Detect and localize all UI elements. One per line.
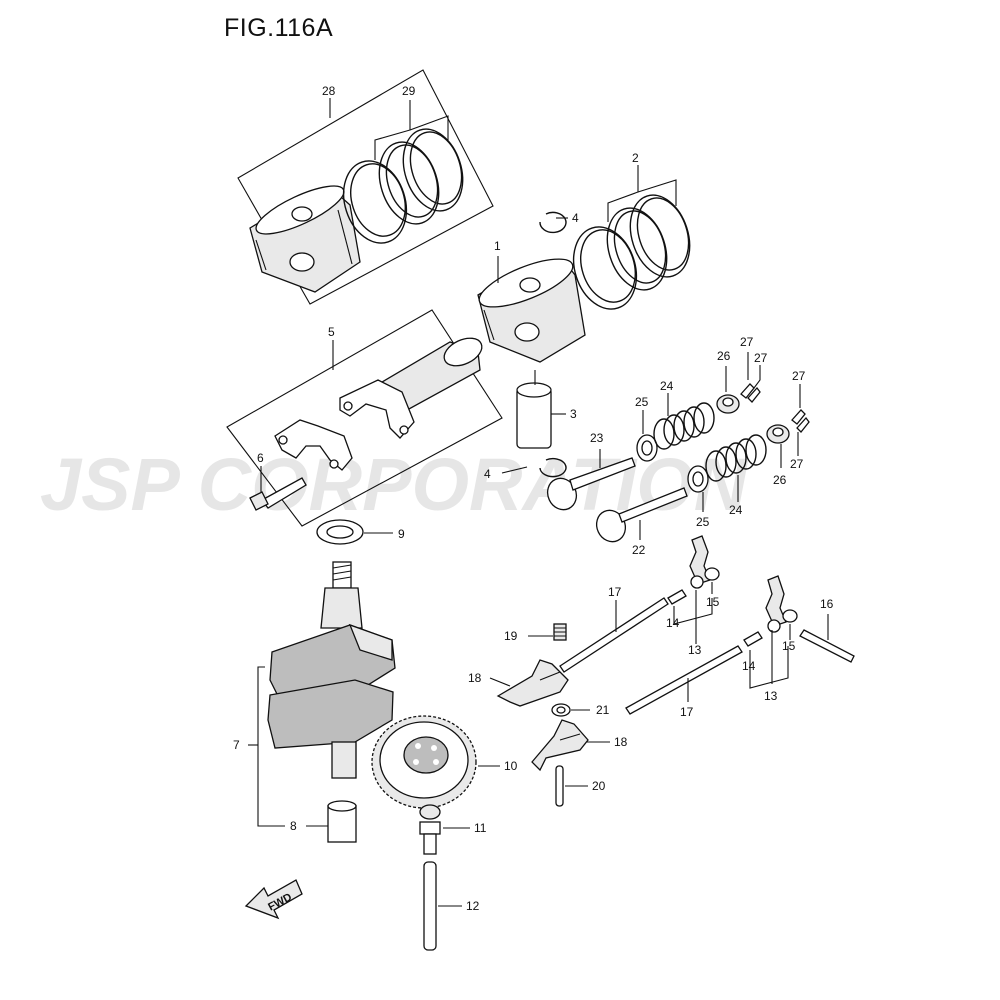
- callout-21: 21: [596, 703, 610, 717]
- callout-28: 28: [322, 84, 336, 98]
- callout-18-upper: 18: [468, 671, 482, 685]
- callout-24-lower: 24: [729, 503, 743, 517]
- piston-pin-circlip-lower: [539, 457, 567, 478]
- fwd-direction-arrow: FWD: [244, 879, 303, 920]
- callout-20: 20: [592, 779, 606, 793]
- callout-26-lower: 26: [773, 473, 787, 487]
- figure-title: FIG.116A: [224, 14, 334, 42]
- valve-cotter-upper: [740, 383, 761, 403]
- valve-cap-lower: [766, 424, 790, 444]
- camshaft-pin-head: [419, 804, 441, 855]
- callout-6: 6: [257, 451, 264, 465]
- crankshaft-bearing: [327, 800, 357, 843]
- callout-22: 22: [632, 543, 646, 557]
- callout-13-right: 13: [764, 689, 778, 703]
- callout-24-upper: 24: [660, 379, 674, 393]
- push-rod-upper: [559, 597, 669, 673]
- thrust-washer: [316, 519, 364, 545]
- callout-25-upper: 25: [635, 395, 649, 409]
- callout-25-lower: 25: [696, 515, 710, 529]
- follower-shaft: [555, 765, 564, 807]
- callout-7: 7: [233, 738, 240, 752]
- rocker-shaft: [799, 629, 855, 663]
- connecting-rod: [339, 337, 483, 439]
- valve-cap-upper: [716, 394, 740, 414]
- piston-pin-circlip-upper: [539, 211, 567, 234]
- inset-piston-rings: [342, 128, 464, 244]
- callout-9: 9: [398, 527, 405, 541]
- conrod-bolt: [249, 477, 307, 511]
- callout-23: 23: [590, 431, 604, 445]
- callout-27-a: 27: [740, 335, 754, 349]
- cam-follower-upper: [496, 659, 569, 707]
- camshaft: [423, 861, 437, 951]
- connecting-rod-cap: [274, 419, 353, 471]
- rocker-spring-right: [743, 631, 763, 647]
- follower-washer: [551, 703, 571, 717]
- callout-12: 12: [466, 899, 480, 913]
- callout-16: 16: [820, 597, 834, 611]
- valve-lower: [595, 487, 688, 543]
- callout-14-right: 14: [742, 659, 756, 673]
- valve-cotter-lower: [791, 409, 810, 433]
- callout-3: 3: [570, 407, 577, 421]
- callout-27-d: 27: [790, 457, 804, 471]
- rocker-spring-upper: [667, 589, 687, 605]
- callout-18-lower: 18: [614, 735, 628, 749]
- callout-2: 2: [632, 151, 639, 165]
- callout-27-b: 27: [754, 351, 768, 365]
- callout-5: 5: [328, 325, 335, 339]
- callout-11: 11: [474, 821, 487, 835]
- callout-15-right: 15: [782, 639, 796, 653]
- piston-rings: [572, 194, 691, 310]
- callout-8: 8: [290, 819, 297, 833]
- camshaft-gear: [371, 715, 477, 809]
- valve-spring-upper: [653, 402, 715, 450]
- push-rod-lower: [625, 645, 743, 715]
- adjust-nut-right: [767, 609, 798, 633]
- cam-follower-spring: [553, 623, 567, 641]
- callout-26-upper: 26: [717, 349, 731, 363]
- adjust-nut-upper: [690, 567, 720, 589]
- cam-follower-lower: [531, 719, 589, 772]
- callout-27-c: 27: [792, 369, 806, 383]
- callout-29: 29: [402, 84, 416, 98]
- piston: [477, 258, 586, 363]
- callout-14-upper: 14: [666, 616, 680, 630]
- callout-17-upper: 17: [608, 585, 622, 599]
- connecting-rod-inset: [226, 309, 503, 527]
- callout-4-upper: 4: [572, 211, 579, 225]
- callout-13-upper: 13: [688, 643, 702, 657]
- valve-upper: [546, 457, 636, 511]
- piston-pin: [516, 382, 552, 449]
- valve-spring-retainer-upper: [636, 434, 658, 462]
- rocker-arm-right: [765, 575, 787, 627]
- callout-4-lower: 4: [484, 467, 491, 481]
- callout-19: 19: [504, 629, 518, 643]
- callout-15-upper: 15: [706, 595, 720, 609]
- callout-10: 10: [504, 759, 518, 773]
- callout-17-lower: 17: [680, 705, 694, 719]
- valve-spring-lower: [705, 434, 767, 482]
- valve-spring-retainer-lower: [687, 465, 709, 493]
- callout-1: 1: [494, 239, 501, 253]
- crankshaft: [267, 561, 396, 779]
- piston-kit-inset: [237, 69, 494, 305]
